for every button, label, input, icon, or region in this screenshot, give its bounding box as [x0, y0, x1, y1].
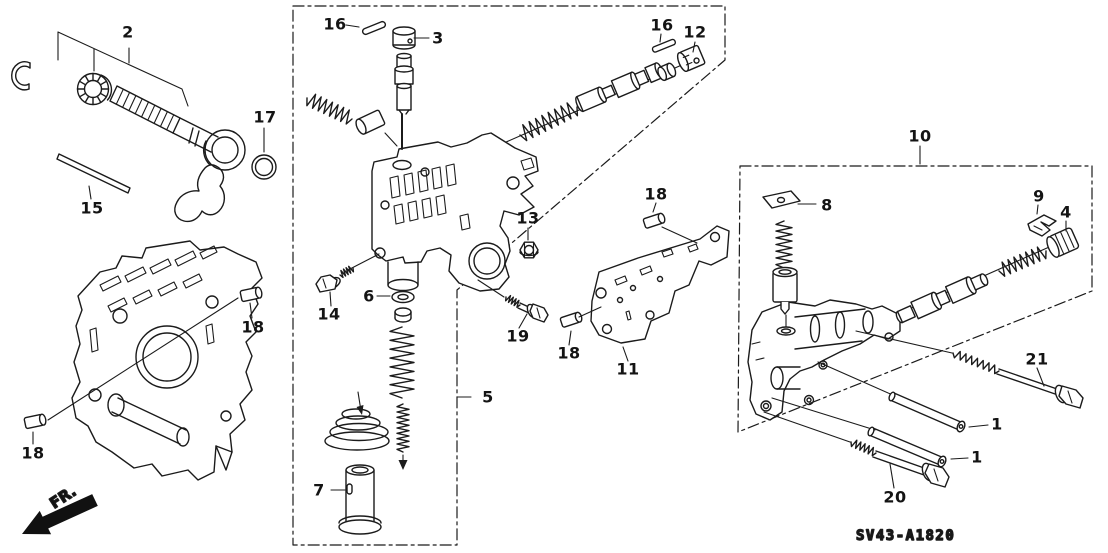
spring-8 — [775, 220, 793, 269]
spring-small-top — [306, 93, 353, 125]
cap-3 — [392, 26, 416, 50]
leader-18-left-top — [249, 302, 253, 319]
throttle-valve-stack — [394, 52, 414, 150]
group-5-boundary — [292, 5, 726, 546]
dowel-insertion-line-left — [47, 297, 239, 421]
cap-12 — [676, 44, 706, 73]
insert-line-stud-upper — [817, 361, 896, 397]
clip-9 — [1027, 214, 1057, 237]
spool-spring-center — [519, 102, 579, 142]
leader-18-plate-top — [652, 202, 698, 244]
arrow-head — [398, 460, 408, 470]
leader-15 — [88, 185, 92, 200]
nut-13 — [519, 241, 539, 259]
stud-1-lower — [867, 426, 947, 468]
conical-spring — [324, 391, 390, 451]
label-2-bracket — [57, 31, 189, 107]
diagram-code: SV43-A1820 — [856, 528, 955, 544]
spring-seat — [394, 307, 412, 323]
front-direction-arrow: FR. — [22, 481, 98, 535]
insert-line-bolt-21 — [855, 330, 953, 354]
o-ring-17 — [251, 154, 277, 180]
label-leaders — [329, 24, 1067, 491]
dowel-pin-18-left-bottom — [23, 413, 47, 430]
separator-plate-11 — [590, 225, 730, 344]
pin-16-center — [361, 20, 387, 36]
lock-up-valve-body — [747, 299, 901, 421]
dowel-pin-18-left-top — [239, 286, 263, 303]
bolt-20 — [850, 439, 950, 488]
spool-valve-center — [575, 62, 665, 113]
sleeve-7 — [338, 464, 382, 535]
bolt-19 — [505, 294, 549, 323]
insert-line-stud-lower — [771, 397, 876, 431]
spool-valve-right — [895, 273, 989, 324]
dowel-pin-18-plate-left — [559, 311, 583, 328]
shift-fork — [174, 164, 226, 223]
ring-collar — [657, 62, 677, 82]
bolt-21 — [952, 350, 1084, 409]
leader-11 — [622, 346, 629, 362]
regulator-body — [371, 132, 539, 292]
insert-line-bolt-20 — [763, 411, 851, 443]
stud-1-upper — [888, 391, 966, 433]
cap-4 — [1046, 227, 1080, 258]
piston-right — [772, 266, 798, 315]
regulator-spring-main — [389, 326, 415, 399]
accumulator-piston-small — [355, 109, 386, 135]
dowel-pin-18-plate-top — [642, 212, 666, 229]
spool-spring-right — [998, 246, 1047, 277]
leader-18-plate-left — [568, 306, 602, 346]
secondary-valve-body — [71, 240, 263, 481]
regulator-spring-inner — [396, 403, 410, 453]
washer-6 — [391, 290, 415, 304]
pin-16-right — [651, 38, 677, 53]
mainshaft — [109, 85, 246, 223]
needle-bearing — [76, 72, 113, 106]
piston-insert-line — [384, 132, 398, 147]
bolt-14 — [315, 265, 355, 293]
pin-15 — [56, 153, 131, 194]
group-10-boundary — [737, 165, 1093, 433]
snap-ring — [11, 61, 31, 91]
stopper-plate-8 — [762, 190, 801, 209]
